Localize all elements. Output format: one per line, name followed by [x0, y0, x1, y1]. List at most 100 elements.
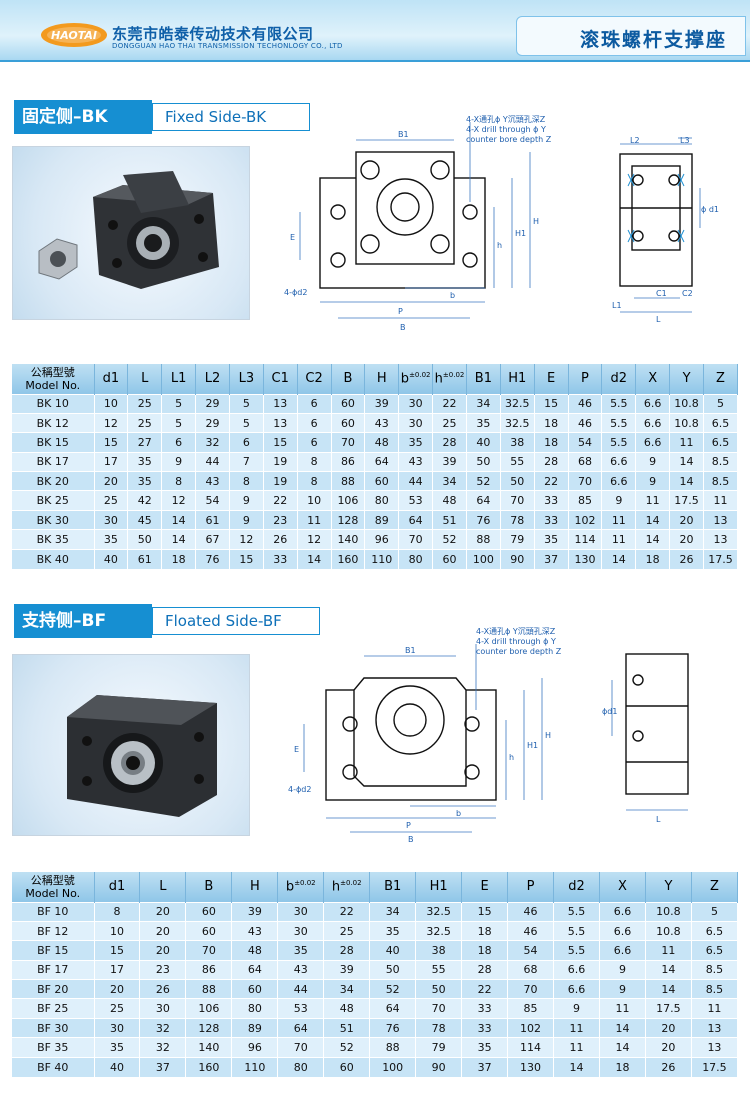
- spec-cell: 37: [534, 548, 569, 569]
- spec-cell: 6.6: [599, 940, 646, 961]
- spec-cell: 42: [127, 490, 163, 511]
- model-cell: BF 25: [12, 998, 95, 1019]
- spec-cell: 37: [139, 1056, 187, 1077]
- model-cell: BF 12: [12, 920, 95, 941]
- bf-dim-h: H: [545, 731, 551, 740]
- spec-cell: 43: [195, 471, 230, 491]
- spec-cell: 6.6: [599, 920, 646, 941]
- spec-cell: 6.6: [599, 901, 646, 922]
- spec-cell: 50: [127, 529, 163, 550]
- spec-cell: 43: [398, 451, 434, 472]
- spec-cell: 20: [645, 1037, 692, 1058]
- spec-cell: 110: [231, 1056, 279, 1077]
- bk-dim-b-small: b: [450, 291, 455, 300]
- spec-cell: 52: [323, 1037, 371, 1058]
- spec-cell: 48: [323, 998, 371, 1019]
- spec-cell: 110: [364, 548, 400, 569]
- spec-cell: 96: [364, 529, 400, 550]
- spec-cell: 35: [127, 451, 163, 472]
- spec-cell: 79: [415, 1037, 463, 1058]
- spec-cell: 46: [507, 920, 555, 941]
- bk-header-e: E: [534, 364, 569, 394]
- spec-cell: 64: [277, 1017, 325, 1038]
- spec-cell: 12: [297, 529, 332, 550]
- spec-cell: 23: [263, 509, 298, 530]
- spec-cell: 76: [369, 1017, 417, 1038]
- spec-cell: 78: [415, 1017, 463, 1038]
- bk-header-h: H: [364, 364, 400, 394]
- spec-cell: 6.6: [553, 979, 600, 999]
- bk-header-c2: C2: [297, 364, 332, 394]
- bf-note-line-3: counter bore depth Z: [476, 647, 562, 656]
- spec-cell: 8.5: [703, 471, 739, 491]
- spec-cell: 14: [669, 451, 704, 472]
- bf-product-photo: [12, 654, 250, 836]
- spec-cell: 89: [364, 509, 400, 530]
- spec-cell: 32.5: [500, 412, 535, 433]
- spec-cell: 44: [277, 979, 325, 999]
- spec-cell: 8: [297, 451, 332, 472]
- spec-cell: 15: [94, 940, 141, 961]
- spec-cell: 160: [185, 1056, 233, 1077]
- bk-header-z: Z: [703, 364, 739, 394]
- spec-cell: 11: [601, 509, 637, 530]
- bf-dim-b1: B1: [405, 646, 416, 655]
- spec-cell: 79: [500, 529, 535, 550]
- bk-dim-h1: H1: [515, 229, 526, 238]
- spec-cell: 17.5: [645, 998, 692, 1019]
- spec-cell: 100: [369, 1056, 417, 1077]
- spec-cell: 70: [331, 432, 366, 453]
- spec-cell: 90: [415, 1056, 463, 1077]
- spec-cell: 80: [277, 1056, 325, 1077]
- spec-cell: 25: [432, 412, 467, 433]
- spec-cell: 60: [185, 901, 233, 922]
- spec-cell: 37: [461, 1056, 509, 1077]
- bf-dim-l: L: [656, 815, 661, 824]
- model-cell: BK 20: [12, 471, 95, 491]
- bk-section-title: 固定侧–BK Fixed Side-BK: [14, 100, 310, 134]
- company-name-en: DONGGUAN HAO THAI TRANSMISSION TECHONLOG…: [112, 42, 343, 50]
- spec-cell: 13: [691, 1037, 739, 1058]
- bk-header-b: B: [331, 364, 366, 394]
- spec-cell: 54: [507, 940, 555, 961]
- spec-cell: 80: [364, 490, 400, 511]
- spec-cell: 25: [94, 998, 141, 1019]
- bk-side-drawing: L2 L3 ϕ d1 C1 C2 L1 L: [612, 136, 719, 324]
- spec-cell: 14: [645, 979, 692, 999]
- spec-cell: 10.8: [645, 920, 692, 941]
- spec-cell: 14: [599, 1037, 646, 1058]
- spec-cell: 51: [323, 1017, 371, 1038]
- spec-cell: 60: [364, 471, 400, 491]
- bk-front-drawing: B1 P B b H H1 h E 4-ϕd2 4-X通孔ϕ Y沉頭孔深Z 4-…: [284, 114, 552, 332]
- spec-cell: 114: [507, 1037, 555, 1058]
- spec-cell: 35: [94, 1037, 141, 1058]
- spec-cell: 40: [369, 940, 417, 961]
- spec-cell: 32.5: [415, 920, 463, 941]
- spec-cell: 88: [331, 471, 366, 491]
- bf-title-cn: 支持侧–BF: [14, 604, 152, 638]
- spec-cell: 43: [277, 959, 325, 980]
- bk-header-p: P: [568, 364, 603, 394]
- spec-cell: 5: [229, 412, 264, 433]
- spec-cell: 30: [94, 1017, 141, 1038]
- spec-cell: 44: [398, 471, 434, 491]
- spec-cell: 28: [323, 940, 371, 961]
- spec-cell: 14: [635, 509, 671, 530]
- spec-cell: 33: [534, 509, 569, 530]
- bk-product-photo: [12, 146, 250, 320]
- spec-cell: 52: [466, 471, 501, 491]
- spec-cell: 15: [461, 901, 509, 922]
- spec-cell: 5: [161, 393, 197, 414]
- spec-cell: 5.5: [601, 432, 637, 453]
- spec-cell: 29: [195, 412, 230, 433]
- spec-cell: 15: [94, 432, 129, 453]
- spec-cell: 11: [645, 940, 692, 961]
- spec-cell: 35: [534, 529, 569, 550]
- spec-cell: 96: [231, 1037, 279, 1058]
- bk-header-x: X: [635, 364, 671, 394]
